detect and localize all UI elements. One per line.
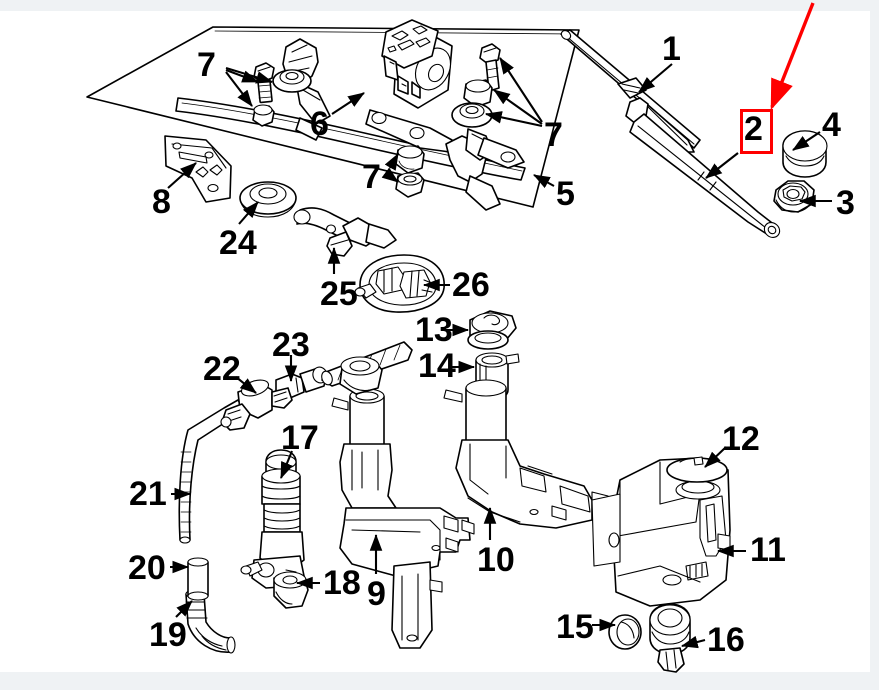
wiper-blade-1 — [560, 29, 701, 153]
callout-label-13[interactable]: 13 — [415, 311, 453, 349]
callout-label-20[interactable]: 20 — [128, 549, 166, 587]
highlight-box-part-2[interactable] — [740, 109, 773, 154]
tee-connector-23 — [271, 366, 328, 409]
callout-label-26[interactable]: 26 — [452, 266, 490, 304]
right-margin-band — [870, 0, 879, 690]
callout-label-24[interactable]: 24 — [219, 224, 257, 262]
leader-line-12 — [704, 446, 727, 468]
filler-cap-13 — [467, 310, 517, 350]
callout-label-7c[interactable]: 7 — [362, 158, 381, 196]
callout-7-fans — [225, 57, 543, 183]
callout-label-23[interactable]: 23 — [272, 326, 310, 364]
top-margin-band — [0, 0, 879, 11]
callout-label-9[interactable]: 9 — [367, 575, 386, 613]
callout-label-18[interactable]: 18 — [323, 564, 361, 602]
grommet-15 — [608, 614, 642, 650]
callout-label-7b[interactable]: 7 — [544, 116, 563, 154]
callout-label-17[interactable]: 17 — [281, 419, 319, 457]
washer-reservoir-9 — [331, 388, 475, 649]
leader-line-24 — [238, 201, 259, 225]
leader-line-4 — [792, 131, 821, 151]
red-highlight-arrow — [770, 2, 815, 111]
bottom-margin-band — [0, 672, 879, 690]
callout-label-2[interactable]: 2 — [744, 110, 763, 148]
callout-label-15[interactable]: 15 — [556, 608, 594, 646]
leader-line-1 — [638, 63, 673, 93]
callout-label-21[interactable]: 21 — [129, 475, 167, 513]
callout-label-16[interactable]: 16 — [707, 621, 745, 659]
wiper-motor-group — [381, 19, 453, 109]
callout-label-5[interactable]: 5 — [556, 175, 575, 213]
leader-line-2 — [705, 152, 739, 179]
wiper-arm-cap-4 — [782, 130, 828, 178]
leader-line-19 — [175, 600, 193, 618]
callout-label-12[interactable]: 12 — [722, 420, 760, 458]
mounting-bracket-8 — [164, 135, 232, 203]
wiper-arm-nut-3 — [773, 180, 815, 213]
leader-line-5 — [533, 174, 555, 189]
washer-reservoir-10 — [443, 379, 609, 529]
washer-pump-16 — [649, 603, 691, 673]
leader-line-6 — [331, 92, 365, 115]
small-connector-cup — [339, 356, 383, 395]
callout-label-7a[interactable]: 7 — [197, 46, 216, 84]
headlamp-washer-cylinder-17 — [240, 449, 305, 589]
callout-label-1[interactable]: 1 — [662, 30, 681, 68]
washer-reservoir-11 — [591, 457, 731, 607]
callout-leader-lines — [167, 63, 832, 649]
linkage-rod-25 — [293, 207, 397, 257]
callout-label-25[interactable]: 25 — [320, 275, 358, 313]
callout-label-4[interactable]: 4 — [822, 106, 841, 144]
callout-label-8[interactable]: 8 — [152, 183, 171, 221]
washer-nozzle-26 — [354, 254, 445, 313]
cowl-panel-group — [86, 26, 580, 208]
fasteners-7-upper-right — [451, 43, 501, 128]
callout-label-3[interactable]: 3 — [836, 184, 855, 222]
leader-line-17 — [280, 450, 293, 479]
leader-line-8 — [167, 162, 197, 189]
pump-grommet-18 — [273, 571, 309, 609]
wiper-arm-2 — [625, 97, 781, 238]
hose-sleeve-20 — [187, 557, 209, 601]
reservoir-cap-12 — [666, 456, 728, 483]
callout-label-10[interactable]: 10 — [477, 541, 515, 579]
callout-label-6[interactable]: 6 — [310, 105, 329, 143]
callout-label-11[interactable]: 11 — [750, 531, 786, 569]
fasteners-7-lower — [395, 145, 425, 198]
callout-label-19[interactable]: 19 — [149, 616, 187, 654]
callout-label-22[interactable]: 22 — [203, 350, 241, 388]
leader-line-22 — [235, 376, 257, 394]
leader-line-16 — [680, 635, 706, 649]
callout-label-14[interactable]: 14 — [418, 347, 456, 385]
